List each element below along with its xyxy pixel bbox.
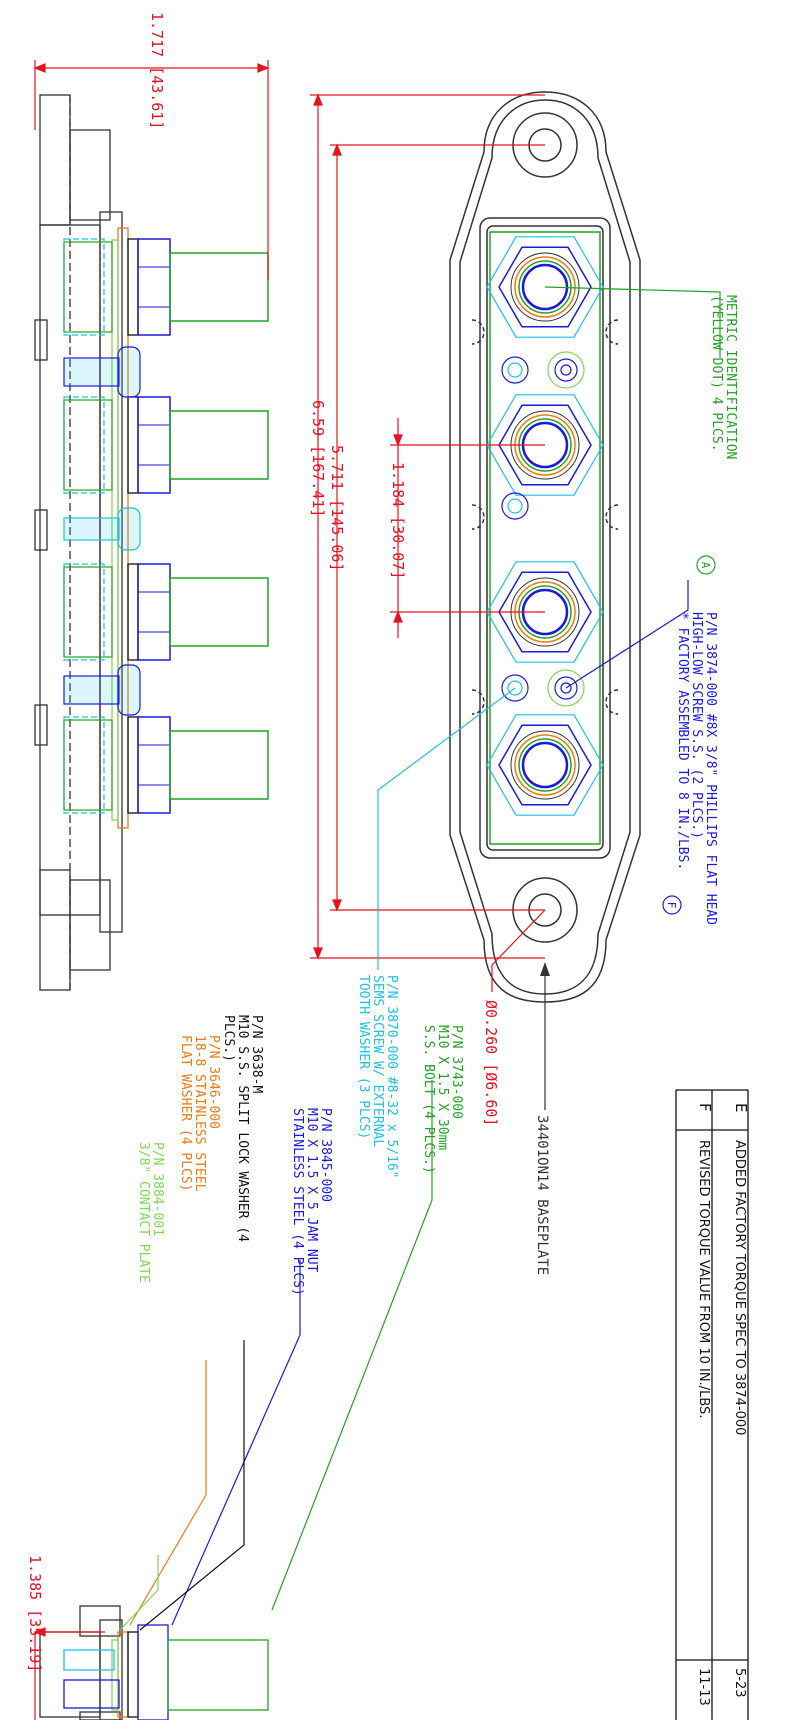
revision-table	[675, 1089, 749, 1720]
stud-outer-hex	[486, 236, 604, 338]
callout-flat-washer: P/N 3646-000 18-8 STAINLESS STEEL FLAT W…	[178, 1035, 221, 1192]
screw-line1: P/N 3874-000 #8X 3/8" PHILLIPS FLAT HEAD	[703, 612, 718, 925]
screw-line2: HIGH-LOW SCREW S.S. (2 PLCS.)	[689, 612, 704, 839]
side-lock-washer	[127, 238, 139, 336]
rev-e-description: ADDED FACTORY TORQUE SPEC TO 3874-000	[732, 1140, 747, 1435]
sems-screw-marks	[501, 351, 585, 707]
contact-plate-line1: P/N 3884-001	[150, 1142, 165, 1236]
leader-lines	[119, 286, 721, 1631]
rev-f-description: REVISED TORQUE VALUE FROM 10 IN./LBS.	[696, 1140, 711, 1418]
side-lock-washer	[127, 563, 139, 661]
side-bolt-head	[63, 241, 113, 333]
stud-group	[486, 236, 604, 816]
dim-assembly-height-text: 1.385 [35.19]	[26, 1555, 44, 1672]
bolt-line1: P/N 3743-000	[449, 1025, 464, 1119]
side-hidden-bolt	[63, 396, 105, 494]
dim-stud-spacing-text: 1.184 [30.07]	[389, 462, 407, 579]
flat-washer-line1: P/N 3646-000	[206, 1035, 221, 1129]
side-jam-nut	[137, 716, 171, 814]
baseplate-top-view	[449, 91, 641, 1003]
end-view-parts	[63, 1624, 269, 1720]
tag-f-letter: F	[665, 902, 678, 909]
stud-outer-hex	[486, 714, 604, 816]
sems-line1: P/N 3870-000 #8-32 x 5/16"	[384, 975, 399, 1179]
tag-f-circle	[662, 895, 682, 915]
lock-washer-line1: P/N 3638-M	[249, 1015, 264, 1093]
callout-screw: P/N 3874-000 #8X 3/8" PHILLIPS FLAT HEAD…	[675, 612, 718, 925]
contact-plate-line2: 3/8" CONTACT PLATE	[136, 1142, 151, 1283]
dim-overall-length-text: 6.59 [167.41]	[309, 400, 327, 517]
side-hidden-bolt	[63, 716, 105, 814]
baseplate-label: 34401ON14 BASEPLATE	[534, 1115, 550, 1275]
side-lock-washer	[127, 716, 139, 814]
side-jam-nut	[137, 238, 171, 336]
side-bolt-shank	[169, 410, 269, 480]
side-bolt-head	[63, 719, 113, 811]
metric-id-line1: METRIC IDENTIFICATION	[723, 295, 738, 459]
stud-inner	[521, 263, 569, 311]
rev-e-letter: E	[732, 1103, 750, 1112]
sems-line2: SEMS SCREW W/ EXTERNAL	[370, 975, 385, 1147]
stud-inner	[521, 741, 569, 789]
lock-washer-line2: M10 S.S. SPLIT LOCK WASHER (4	[235, 1015, 250, 1242]
side-view-sems	[63, 346, 141, 716]
bolt-line3: S.S. BOLT (4 PLCS.)	[421, 1025, 436, 1174]
callout-lock-washer: P/N 3638-M M10 S.S. SPLIT LOCK WASHER (4…	[221, 1015, 264, 1242]
stud-washer	[514, 256, 576, 318]
screw-line3: * FACTORY ASSEMBLED TO 8 IN./LBS.	[675, 612, 690, 870]
side-bolt-head	[63, 399, 113, 491]
side-bolt-shank	[169, 577, 269, 647]
side-hidden-bolt	[63, 563, 105, 661]
metric-id-line2: (YELLOW DOT) 4 PLCS.	[709, 295, 724, 452]
end-view	[39, 1605, 123, 1720]
dim-hole-dia-text: Ø0.260 [Ø6.60]	[482, 1000, 500, 1126]
tag-a-letter: A	[699, 562, 712, 569]
rev-e-date: 5-23	[732, 1668, 747, 1698]
callout-jam-nut: P/N 3845-000 M10 X 1.5 X 5 JAM NUT STAIN…	[290, 1108, 333, 1296]
stud-washer	[514, 734, 576, 796]
bolt-line2: M10 X 1.5 X 30mm	[435, 1025, 450, 1150]
tag-a-circle	[696, 555, 716, 575]
callout-metric-id: METRIC IDENTIFICATION (YELLOW DOT) 4 PLC…	[709, 295, 738, 459]
stud-ring	[510, 730, 580, 800]
flat-washer-line2: 18-8 STAINLESS STEEL	[192, 1035, 207, 1192]
stud-ring	[510, 252, 580, 322]
side-bolt-shank	[169, 252, 269, 322]
stud-bolt-ring	[518, 738, 572, 792]
stud-nut-hex	[498, 724, 592, 806]
side-jam-nut	[137, 396, 171, 494]
side-view	[34, 94, 123, 991]
terminal-outline	[489, 231, 601, 845]
jam-nut-line3: STAINLESS STEEL (4 PLCS)	[290, 1108, 305, 1296]
dim-hole-spacing-text: 5.711 [145.06]	[328, 445, 346, 571]
callout-sems: P/N 3870-000 #8-32 x 5/16" SEMS SCREW W/…	[356, 975, 399, 1179]
lock-washer-line3: PLCS.)	[221, 1015, 236, 1062]
callout-bolt: P/N 3743-000 M10 X 1.5 X 30mm S.S. BOLT …	[421, 1025, 464, 1174]
baseplate-arrow	[540, 962, 550, 976]
side-hidden-bolt	[63, 238, 105, 336]
jam-nut-line2: M10 X 1.5 X 5 JAM NUT	[304, 1108, 319, 1273]
dim-overall-height: 1.717 [43.61]	[148, 12, 166, 129]
stud-nut-hex	[498, 246, 592, 328]
side-jam-nut	[137, 563, 171, 661]
side-bolt-shank	[169, 730, 269, 800]
side-lock-washer	[127, 396, 139, 494]
dim-overall-height-text: 1.717 [43.61]	[148, 12, 166, 129]
side-bolt-head	[63, 566, 113, 658]
jam-nut-line1: P/N 3845-000	[318, 1108, 333, 1202]
callout-contact-plate: P/N 3884-001 3/8" CONTACT PLATE	[136, 1142, 165, 1283]
rev-f-letter: F	[696, 1103, 714, 1112]
stud-bolt-ring	[518, 260, 572, 314]
dimension-lines	[33, 60, 546, 1720]
sems-line3: TOOTH WASHER (3 PLCS)	[356, 975, 371, 1139]
rev-f-date: 11-13	[696, 1668, 711, 1706]
flat-washer-line3: FLAT WASHER (4 PLCS)	[178, 1035, 193, 1192]
side-view-studs	[63, 238, 269, 814]
